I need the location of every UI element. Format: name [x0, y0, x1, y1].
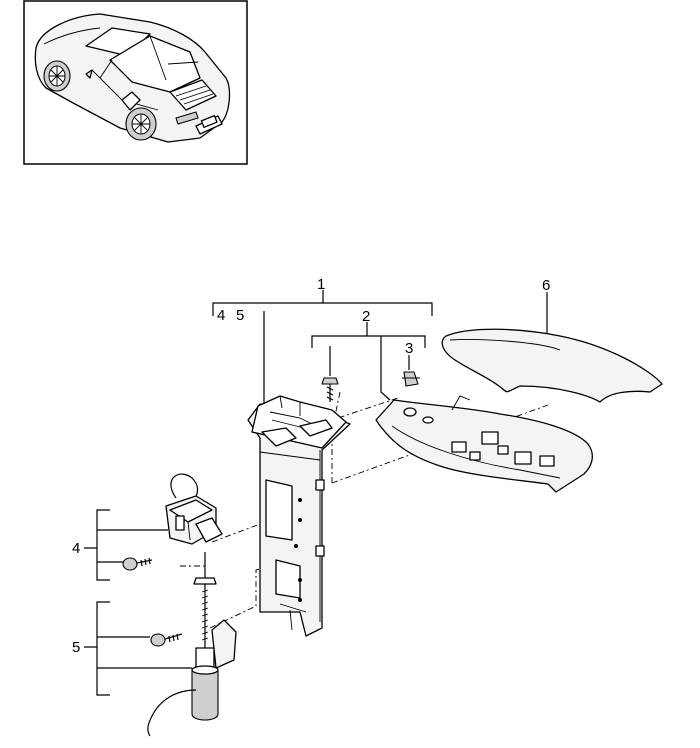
- part-5-spindle-drive: [147, 552, 237, 737]
- part-6-cover: [441, 328, 663, 403]
- car-convertible-rear-view-icon: [34, 13, 231, 143]
- callout-1: 1: [317, 276, 325, 293]
- part-4-actuator: [165, 473, 223, 545]
- callout-5: 5: [72, 639, 80, 656]
- callout-3: 3: [405, 340, 413, 357]
- part-1-bracket: [247, 395, 351, 637]
- callout-sub-4: 4: [217, 307, 225, 324]
- callout-2: 2: [362, 308, 370, 325]
- callout-4: 4: [72, 540, 80, 557]
- callout-sub-5: 5: [236, 307, 244, 324]
- screw-part-2: [321, 377, 339, 402]
- part-2-tray: [375, 371, 594, 493]
- car-thumbnail: [23, 0, 248, 165]
- screw-part-4: [122, 557, 153, 571]
- screw-part-5: [150, 633, 183, 647]
- callout-6: 6: [542, 277, 550, 294]
- callout-labels: 1 4 5 2 3 6 4 5: [72, 276, 550, 656]
